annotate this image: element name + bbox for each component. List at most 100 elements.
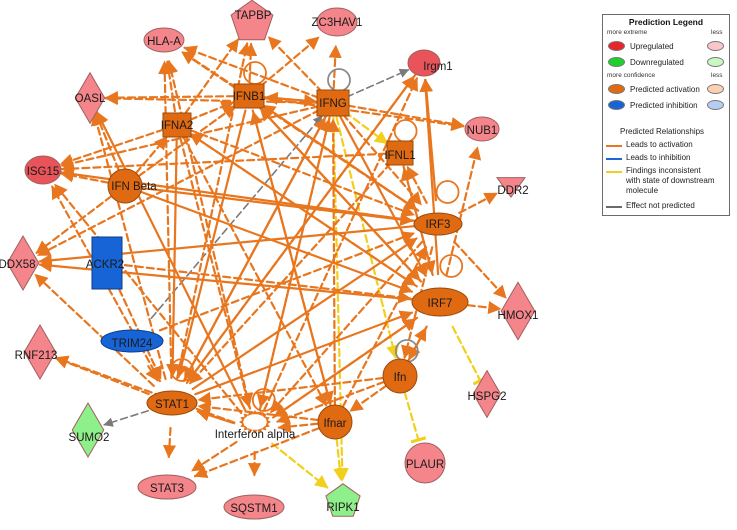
edge-ifnar-to-ifng [326, 118, 340, 407]
edge-trim24-to-ifng [150, 115, 323, 319]
node-stat3[interactable] [137, 474, 197, 500]
edge-ifn-to-ifnar [349, 384, 388, 413]
legend-upregulated-strong-swatch [608, 41, 625, 51]
edge-irf3-to-hmox1 [453, 240, 507, 299]
edge-ifna2-to-irf7 [187, 131, 417, 287]
node-ackr2[interactable] [91, 236, 123, 290]
edge-ifng-to-ifnl1 [343, 110, 389, 145]
legend-downregulated-strong-swatch [608, 57, 625, 67]
legend-leads-activation-label: Leads to activation [626, 140, 693, 149]
node-ddr2[interactable] [496, 177, 526, 199]
node-label-zc3hav1: ZC3HAV1 [312, 17, 363, 29]
edge-ifna2-to-ifnar [182, 136, 328, 407]
edge-ackr2-to-irf7 [123, 264, 412, 304]
node-stat1[interactable] [146, 390, 198, 416]
legend-less: less [711, 29, 723, 36]
edge-interferon-alpha-to-ripk1 [271, 442, 329, 489]
node-irf3[interactable] [413, 212, 463, 236]
edge-ifnb1-to-irf3 [260, 103, 418, 211]
node-sqstm1[interactable] [223, 494, 285, 520]
legend-predicted-activation-label: Predicted activation [630, 85, 700, 94]
node-ifna2[interactable] [162, 112, 192, 138]
node-interferon-alpha[interactable] [239, 410, 271, 434]
node-nub1[interactable] [464, 116, 500, 142]
edge-irf7-to-hmox1 [466, 300, 502, 315]
node-ifnl1[interactable] [386, 140, 414, 166]
legend-inconsistent-label-3: molecule [626, 186, 659, 195]
edge-interferon-alpha-to-isg15 [53, 183, 243, 414]
node-ifng[interactable] [316, 89, 350, 117]
legend-inhibition-weak-swatch [707, 100, 724, 110]
legend-title: Prediction Legend [628, 17, 704, 27]
node-label-stat1: STAT1 [155, 399, 189, 411]
legend-activation-strong-swatch [608, 84, 625, 94]
edge-ackr2-to-stat1 [113, 278, 162, 380]
node-label-ddr2: DDR2 [497, 185, 528, 197]
edge-ifng-to-irf3 [341, 113, 423, 206]
edge-interferon-alpha-to-irgm1 [263, 77, 418, 412]
node-tapbp[interactable] [230, 0, 274, 41]
edge-irf3-to-interferon-alpha [269, 240, 424, 414]
legend-upregulated-label: Upregulated [630, 42, 674, 51]
node-label-rnf213: RNF213 [15, 350, 58, 362]
edge-irf3-to-ddr2 [458, 192, 498, 214]
legend-inhibition-strong-swatch [608, 100, 625, 110]
prediction-legend: Prediction Legend more extreme less Upre… [602, 14, 730, 216]
node-irgm1[interactable] [407, 49, 441, 77]
node-irf7[interactable] [411, 287, 469, 317]
node-rnf213[interactable] [23, 324, 57, 380]
node-ifnb1[interactable] [233, 83, 265, 109]
node-oasl[interactable] [74, 71, 106, 125]
legend-more-confidence: more confidence [607, 72, 656, 79]
edge-irf7-to-hspg2 [451, 325, 488, 386]
edge-interferon-alpha-to-oasl [95, 111, 247, 412]
node-ifn[interactable] [382, 358, 418, 394]
node-ripk1[interactable] [325, 483, 361, 517]
node-label-hmox1: HMOX1 [498, 310, 539, 322]
edge-stat1-to-ddx58 [34, 273, 155, 387]
edge-trim24-to-stat1 [145, 365, 159, 382]
edge-ifnb1-to-nub1 [262, 96, 465, 132]
legend-predicted-inhibition-label: Predicted inhibition [630, 101, 698, 110]
node-hla-a[interactable] [143, 27, 185, 53]
node-label-stat3: STAT3 [150, 483, 184, 495]
edge-ifnar-to-interferon-alpha [277, 419, 320, 433]
edge-ifng-to-oasl [104, 91, 320, 106]
self-loop-interferon-alpha [251, 388, 276, 412]
edge-stat1-to-hla-a [158, 60, 173, 380]
node-label-ifn: Ifn [394, 372, 407, 384]
node-ddx58[interactable] [6, 235, 40, 291]
edge-ifng-to-ddx58 [36, 108, 321, 257]
edge-ifn-beta-to-irf3 [140, 186, 414, 227]
node-label-trim24: TRIM24 [112, 338, 154, 350]
node-label-ripk1: RIPK1 [326, 502, 359, 514]
node-label-ifnl1: IFNL1 [384, 150, 415, 162]
edge-stat1-to-irgm1 [185, 75, 415, 384]
self-loop-ifnl1 [393, 119, 418, 143]
edge-irf7-to-interferon-alpha [273, 316, 419, 418]
edge-ifnb1-to-ifnar [251, 109, 334, 405]
node-ifn-beta[interactable] [107, 168, 143, 204]
node-hmox1[interactable] [500, 281, 536, 341]
edge-ifna2-to-hla-a [162, 60, 176, 113]
node-label-ifn-beta: IFN Beta [111, 181, 157, 193]
self-loop-irf7 [439, 254, 464, 278]
node-zc3hav1[interactable] [316, 7, 358, 37]
edge-ifn-beta-to-irf7 [139, 190, 414, 294]
legend-inconsistent-label-1: Findings inconsistent [626, 166, 701, 175]
node-plaur[interactable] [404, 442, 446, 484]
edge-stat1-to-sumo2 [103, 409, 149, 427]
node-trim24[interactable] [100, 329, 164, 353]
node-hspg2[interactable] [472, 369, 502, 419]
node-sumo2[interactable] [71, 402, 105, 458]
edge-ifnar-to-ripk1 [333, 437, 347, 482]
edge-ifna2-to-interferon-alpha [179, 137, 253, 408]
edge-ifng-to-irf7 [339, 115, 427, 277]
edge-ifna2-to-stat1 [166, 137, 180, 378]
node-isg15[interactable] [24, 155, 62, 185]
node-ifnar[interactable] [317, 404, 353, 440]
legend-downregulated-label: Downregulated [630, 58, 684, 67]
edge-trim24-to-irf3 [158, 231, 415, 332]
